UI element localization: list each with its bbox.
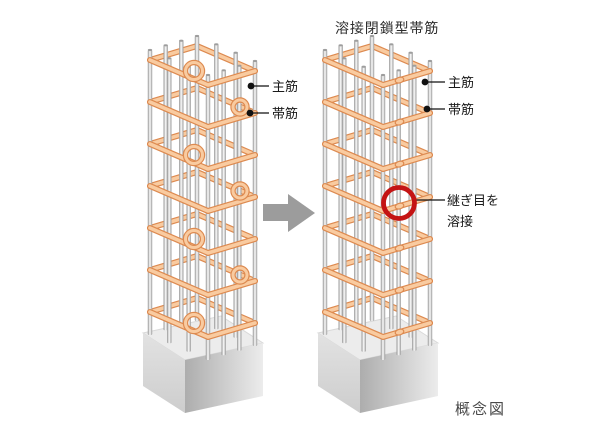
column-welded-closed-hoops <box>316 34 440 413</box>
main-bar <box>214 44 219 330</box>
weld-highlight-circle <box>381 185 417 221</box>
column-conventional-hoops <box>141 34 265 413</box>
main-bar-cap <box>408 51 413 54</box>
hoop-hook-ends <box>182 59 250 335</box>
hoop-tie <box>148 226 257 255</box>
base-right-face <box>185 343 263 413</box>
hoop-tie <box>323 268 432 297</box>
hoop-hook <box>184 145 204 165</box>
hoop-tie <box>148 142 257 171</box>
hoop-tie <box>323 310 432 339</box>
main-bar-cap <box>361 65 366 68</box>
main-bar <box>342 58 347 344</box>
hoop-tie <box>148 310 257 339</box>
main-bar-cap <box>179 39 184 42</box>
hoops-front-edges <box>322 57 433 340</box>
hoop-tie <box>323 142 432 171</box>
main-bar-cap <box>342 57 347 60</box>
main-bar <box>361 66 366 352</box>
main-bar <box>380 75 386 360</box>
main-bar <box>396 70 401 356</box>
leader-right-hoop <box>423 105 445 113</box>
main-bar-cap <box>167 57 172 60</box>
main-bar-cap <box>163 44 168 47</box>
main-bar-cap <box>354 39 359 42</box>
main-bar-cap <box>380 73 386 77</box>
main-bar-cap <box>369 34 375 38</box>
hoop-hook <box>184 61 204 81</box>
hoop-tie <box>323 100 432 129</box>
weld-joint <box>394 202 405 210</box>
main-bar-cap <box>214 43 219 46</box>
main-bar-cap <box>147 48 153 52</box>
leader-lines <box>246 78 445 201</box>
hoop-hook <box>184 229 204 249</box>
weld-joint <box>394 286 405 294</box>
main-bar-cap <box>194 34 200 38</box>
leader-right-main-bar <box>421 78 445 86</box>
main-bar-cap <box>237 64 242 67</box>
hoop-tie <box>323 226 432 255</box>
base-left-face <box>143 333 185 413</box>
weld-joint <box>394 160 405 168</box>
label-right-hoop: 帯筋 <box>448 102 475 117</box>
leader-left-hoop <box>246 109 269 117</box>
hoop-tie <box>323 58 432 87</box>
main-bar-cap <box>396 69 401 72</box>
main-bar-cap <box>322 48 328 52</box>
right-column-title: 溶接閉鎖型帯筋 <box>335 20 440 36</box>
hoops-front-edges <box>147 57 258 340</box>
hoop-tie <box>148 58 257 87</box>
main-bar <box>389 44 394 330</box>
main-bar <box>427 61 433 346</box>
hoop-hook <box>231 182 249 200</box>
weld-joint <box>394 76 405 84</box>
main-bar-cap <box>427 59 433 63</box>
main-bar <box>167 58 172 344</box>
main-bar <box>338 45 343 331</box>
hoop-tie <box>148 184 257 213</box>
main-bar <box>163 45 168 331</box>
right-block-arrow-icon <box>263 194 315 232</box>
diagram-caption: 概念図 <box>455 401 507 418</box>
main-bar <box>205 75 211 360</box>
weld-joint <box>394 328 405 336</box>
main-bar-cap <box>221 69 226 72</box>
main-bar-cap <box>338 44 343 47</box>
main-bar-cap <box>233 51 238 54</box>
label-left-hoop: 帯筋 <box>272 106 299 121</box>
label-right-main-bar: 主筋 <box>448 75 475 90</box>
hoop-tie <box>148 100 257 129</box>
main-bar <box>221 70 226 356</box>
hoop-tie <box>148 268 257 297</box>
main-bar-cap <box>205 73 211 77</box>
hoop-hook <box>184 313 204 333</box>
main-bars <box>147 34 258 360</box>
main-bar <box>322 50 328 335</box>
concrete-base <box>141 315 265 413</box>
label-left-main-bar: 主筋 <box>272 79 299 94</box>
weld-joints <box>394 76 405 336</box>
hoop-hook <box>231 98 249 116</box>
main-bar-cap <box>412 64 417 67</box>
main-bar <box>252 61 258 346</box>
base-left-face <box>318 333 360 413</box>
main-bar-cap <box>389 43 394 46</box>
hoop-hook <box>231 266 249 284</box>
main-bar-cap <box>252 59 258 63</box>
label-weld-joint: 継ぎ目を 溶接 <box>447 193 500 229</box>
leader-left-main-bar <box>247 82 269 90</box>
main-bar <box>147 50 153 335</box>
concrete-base <box>316 315 440 413</box>
main-bar <box>237 65 242 351</box>
base-right-face <box>360 343 438 413</box>
main-bar <box>186 66 191 352</box>
weld-joint <box>394 244 405 252</box>
weld-joint <box>394 118 405 126</box>
